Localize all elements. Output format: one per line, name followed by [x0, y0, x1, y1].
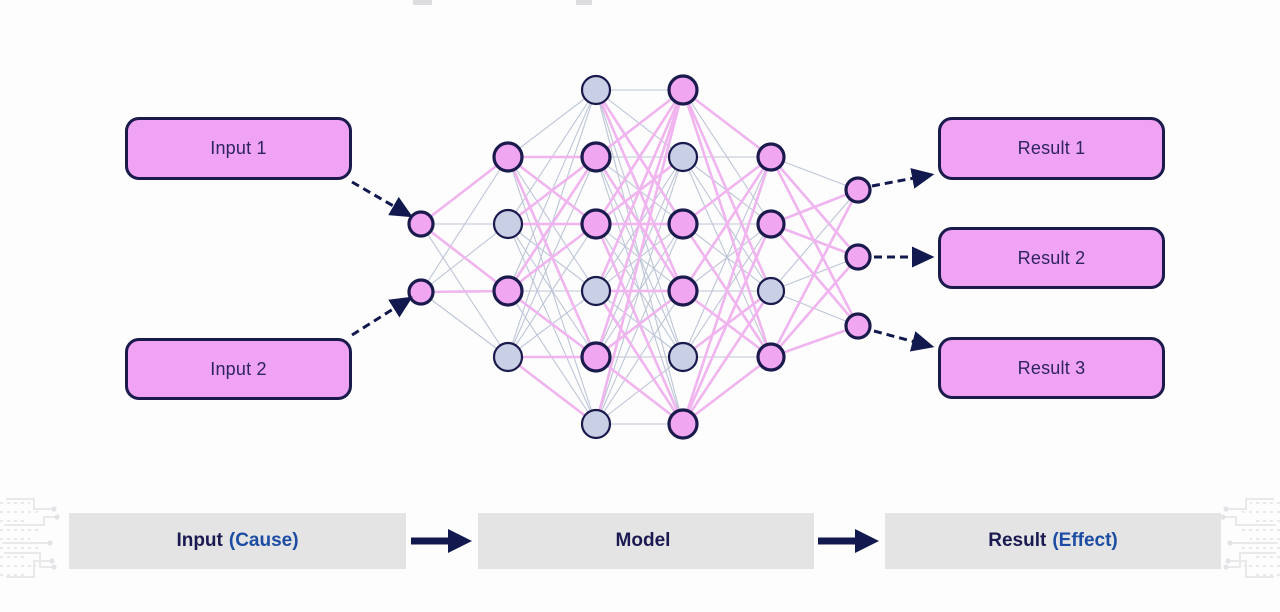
network-edge	[682, 355, 772, 426]
network-node-blue	[492, 208, 524, 240]
network-node-blue	[667, 141, 699, 173]
right-arrow-icon	[411, 529, 472, 553]
network-edge	[594, 89, 685, 425]
flow-bar-model-label: Model	[615, 530, 671, 551]
dashed-arrow	[871, 168, 935, 189]
result-1-box: Result 1	[938, 117, 1165, 180]
network-edge	[420, 155, 509, 226]
flow-bar-result-label: Result	[988, 530, 1047, 551]
network-edge	[595, 289, 684, 359]
network-edge	[594, 89, 685, 358]
network-edge	[420, 156, 509, 293]
network-node-pink	[756, 209, 786, 239]
flow-bar-result-effect: Result (Effect)	[885, 513, 1221, 569]
network-edge	[681, 156, 773, 292]
input-2-box: Input 2	[125, 338, 352, 400]
circuit-decoration-icon	[1220, 498, 1280, 578]
network-edge	[770, 188, 859, 226]
network-node-pink	[667, 408, 699, 440]
network-node-blue	[756, 276, 786, 306]
network-edge	[681, 156, 773, 425]
network-edge	[420, 222, 509, 293]
network-node-blue	[667, 341, 699, 373]
result-2-box: Result 2	[938, 227, 1165, 289]
network-edge	[507, 222, 597, 293]
network-edge	[506, 156, 598, 292]
cropped-title-remnant	[413, 0, 432, 5]
input-1-box: Input 1	[125, 117, 352, 180]
flow-bar-effect-label: (Effect)	[1052, 530, 1118, 551]
dashed-arrows	[351, 168, 935, 352]
network-edge	[594, 89, 685, 225]
network-edge	[595, 88, 684, 159]
network-node-pink	[407, 278, 435, 306]
network-edge	[594, 89, 685, 292]
network-edges-pink	[420, 88, 860, 426]
network-edge	[507, 289, 597, 359]
network-node-blue	[580, 408, 612, 440]
network-edge	[682, 88, 772, 159]
dashed-arrow	[351, 296, 413, 337]
network-node-pink	[844, 176, 872, 204]
input-1-label: Input 1	[210, 138, 267, 158]
dashed-arrow	[873, 329, 935, 352]
network-edge	[681, 290, 773, 425]
network-nodes	[407, 74, 872, 440]
network-node-pink	[756, 342, 786, 372]
flow-bar-input-label: Input	[176, 530, 223, 551]
flow-bar-input-cause: Input (Cause)	[69, 513, 406, 569]
result-1-label: Result 1	[1017, 138, 1086, 158]
network-node-pink	[844, 312, 872, 340]
circuit-decoration-icon	[0, 498, 60, 578]
network-node-pink	[492, 141, 524, 173]
cropped-title-remnant	[576, 0, 592, 5]
network-node-pink	[580, 341, 612, 373]
network-edge	[682, 156, 772, 358]
network-node-blue	[492, 341, 524, 373]
result-3-label: Result 3	[1017, 357, 1086, 378]
network-edge	[681, 223, 773, 425]
network-node-pink	[756, 142, 786, 172]
network-node-pink	[667, 275, 699, 307]
network-node-pink	[667, 74, 699, 106]
right-arrow-icon	[818, 529, 879, 553]
network-node-pink	[667, 208, 699, 240]
result-3-box: Result 3	[938, 337, 1165, 399]
network-node-pink	[407, 210, 435, 238]
dashed-arrow	[351, 180, 413, 218]
network-edge	[507, 89, 597, 158]
network-node-pink	[492, 275, 524, 307]
network-edge	[770, 222, 859, 259]
result-2-label: Result 2	[1017, 247, 1086, 268]
network-edge	[507, 355, 597, 426]
network-edge	[420, 291, 509, 358]
network-node-blue	[580, 74, 612, 106]
network-node-pink	[580, 141, 612, 173]
flow-bar-cause-label: (Cause)	[228, 530, 299, 551]
network-edge	[770, 156, 859, 191]
network-edge	[770, 324, 859, 359]
network-edge	[682, 155, 772, 226]
network-node-pink	[580, 208, 612, 240]
network-edge	[770, 256, 859, 358]
network-edge	[769, 189, 860, 358]
input-2-label: Input 2	[210, 358, 267, 379]
network-edge	[507, 155, 597, 226]
flow-bar-model: Model	[478, 513, 814, 569]
network-node-blue	[580, 275, 612, 307]
network-node-pink	[844, 243, 872, 271]
network-edge	[507, 223, 597, 358]
